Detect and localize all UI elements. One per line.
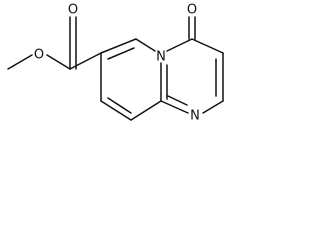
bond-methyl-o: [7, 54, 33, 70]
atom-ester-oxygen: O: [34, 48, 44, 63]
structure-diagram: O O O N N: [7, 3, 224, 124]
atom-bridgehead-nitrogen: N: [156, 50, 166, 65]
bond-c6-n: [135, 38, 156, 52]
bond-c7-c6: [100, 38, 137, 54]
atom-carbonyl-oxygen-ester: O: [68, 3, 78, 18]
atom-ring-nitrogen: N: [190, 109, 200, 124]
bond-c2-n1: [202, 100, 224, 114]
atom-ketone-oxygen: O: [187, 3, 197, 18]
bond-n1-c9a: [160, 100, 189, 114]
bond-carbonyl-c7: [69, 52, 102, 70]
bond-c7-c6-inner: [107, 47, 135, 60]
bond-n1-inner: [167, 95, 188, 106]
bond-c9-c8-inner: [107, 97, 132, 114]
bond-c4-c3: [191, 38, 224, 54]
bond-o-carbonyl: [46, 54, 71, 70]
bond-c9-c8: [100, 100, 132, 121]
bond-c9a-c9: [130, 100, 162, 121]
bond-n-c4: [166, 38, 193, 52]
